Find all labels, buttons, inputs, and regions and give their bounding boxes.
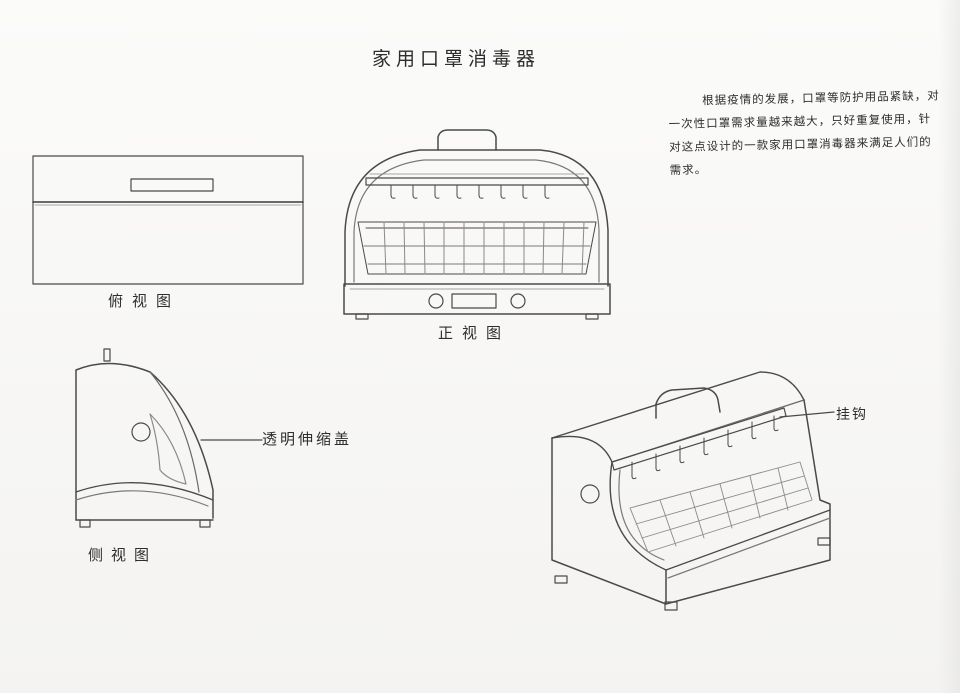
front-knob-right (510, 293, 526, 309)
top-view-handle (130, 178, 214, 192)
front-view-label: 正视图 (438, 324, 511, 342)
front-basket (357, 221, 597, 275)
hook-callout-label: 挂钩 (836, 407, 868, 423)
perspective-basket (629, 461, 813, 553)
side-knob (131, 422, 151, 442)
front-hooks (390, 184, 550, 199)
front-knob-left (428, 293, 444, 309)
side-view-label: 侧视图 (88, 546, 158, 564)
lid-callout-label: 透明伸缩盖 (262, 430, 353, 448)
design-description: 根据疫情的发展，口罩等防护用品紧缺，对一次性口罩需求量越来越大，只好重复使用，针… (668, 88, 940, 177)
perspective-knob (580, 484, 600, 504)
front-handle (437, 129, 497, 151)
perspective-drawing (551, 371, 835, 611)
front-display (451, 293, 497, 309)
hook-leader-line (779, 411, 835, 418)
perspective-hooks (631, 415, 779, 480)
sheet-title: 家用口罩消毒器 (372, 48, 541, 70)
top-view-label: 俯视图 (108, 292, 181, 310)
side-view-drawing (75, 348, 263, 528)
paper-edge-shadow (938, 0, 960, 693)
top-view-drawing (32, 155, 304, 285)
front-view-drawing (343, 129, 611, 320)
perspective-handle (655, 387, 721, 419)
